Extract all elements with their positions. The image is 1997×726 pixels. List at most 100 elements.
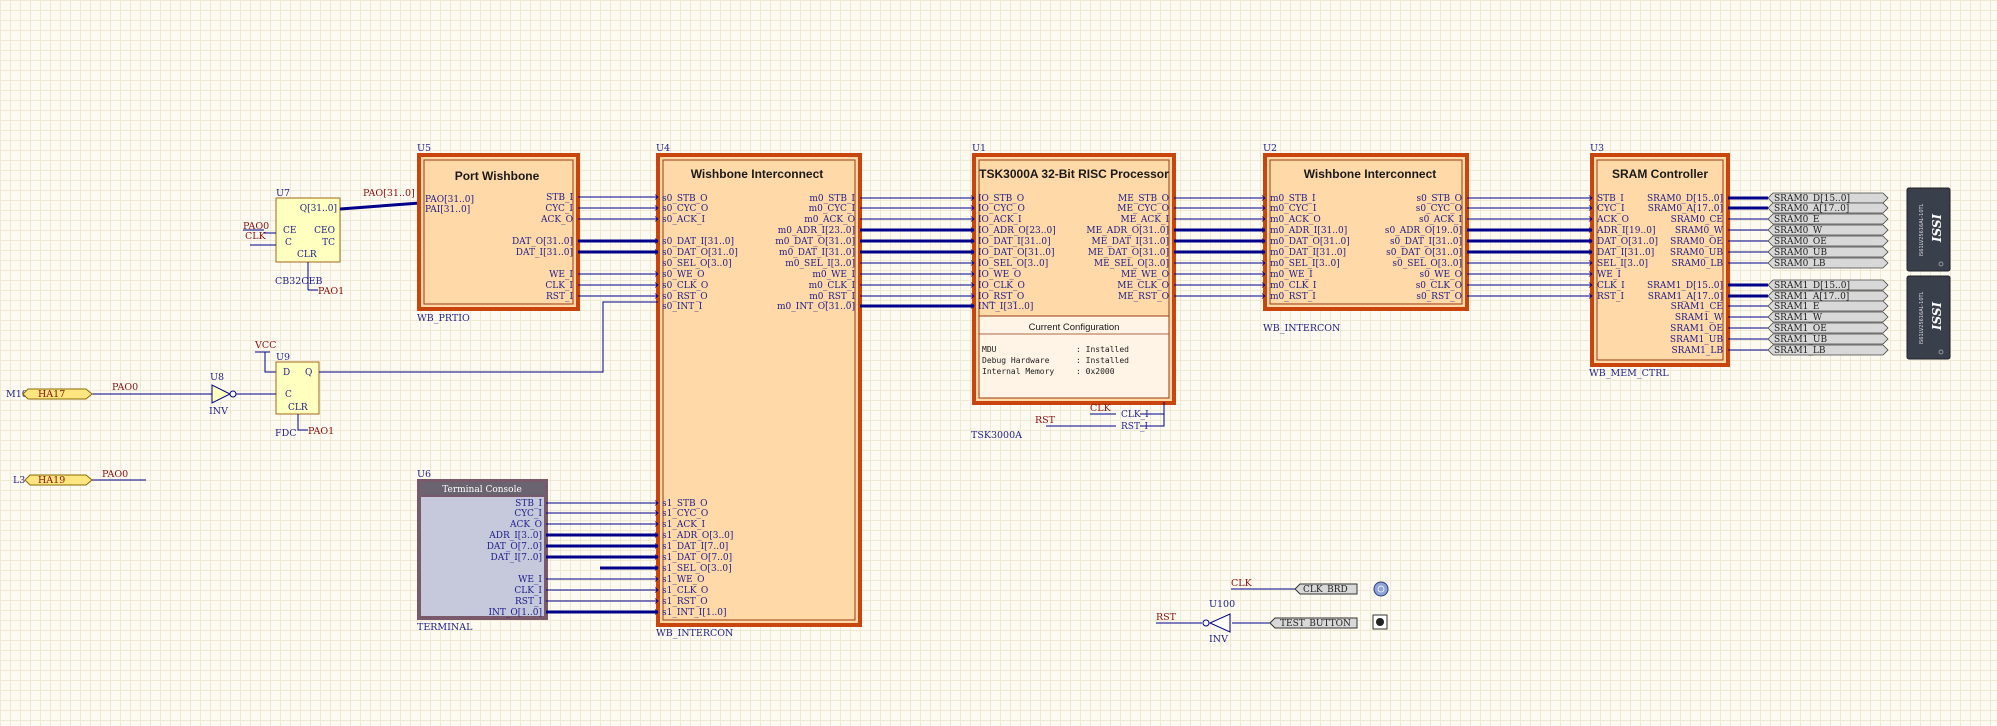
port-wishbone-pin-pao: PAO[31..0] (425, 195, 474, 205)
sram-port-label-12: SRAM1_UB (1774, 335, 1827, 345)
counter-designator: U7 (276, 188, 290, 199)
sram-port-5[interactable] (1767, 246, 1889, 258)
interconnect-right-s0-pin-5: s0_DAT_O[31..0] (1386, 248, 1462, 258)
sram-right-pin-10: SRAM1_W (1675, 313, 1724, 323)
port-wishbone-pin-4: DAT_I[31..0] (516, 248, 573, 258)
inverter-u8[interactable]: U8 INV (90, 372, 276, 417)
interconnect-right-m0-pin-6: m0_SEL_I[3..0] (1270, 259, 1340, 269)
terminal-pin-1: CYC_I (514, 509, 542, 519)
interconnect-right-m0-pin-5: m0_DAT_I[31..0] (1270, 248, 1346, 258)
processor-pin-clk: CLK_I (1121, 410, 1149, 420)
issi-chip-1[interactable]: ISSI IS61LV25616AL-10TL (1906, 275, 1951, 360)
processor-me-pins: ME_STB_OME_CYC_OME_ACK_IME_ADR_O[31..0]M… (1086, 194, 1169, 302)
processor-config-panel (978, 315, 1170, 399)
processor-io-pins: IO_STB_OIO_CYC_OIO_ACK_IIO_ADR_O[23..0]I… (978, 194, 1056, 312)
processor-title: TSK3000A 32-Bit RISC Processor (979, 167, 1169, 181)
input-port-ha19[interactable]: L3 HA19 PAO0 (13, 469, 146, 486)
clock-port-clk-brd[interactable]: CLK CLK_BRD (1231, 578, 1389, 597)
flipflop-footer: FDC (275, 428, 296, 439)
sram-port-9[interactable] (1767, 300, 1889, 312)
interconnect-left-s1-pin-10: s1_INT_I[1..0] (662, 608, 727, 618)
sram-port-2[interactable] (1767, 213, 1889, 225)
interconnect-left-s0-pins: s0_STB_Os0_CYC_Os0_ACK_Is0_DAT_I[31..0]s… (662, 194, 738, 312)
flipflop-net-vcc: VCC (254, 340, 276, 351)
terminal-console-block[interactable]: U6 Terminal Console STB_ICYC_IACK_OADR_I… (417, 469, 548, 633)
sram-left-pin-2: ACK_O (1596, 215, 1629, 225)
sram-left-pin-6: SEL_I[3..0] (1597, 259, 1648, 269)
processor-block[interactable]: U1 TSK3000A 32-Bit RISC Processor IO_STB… (971, 143, 1176, 441)
input-port-ha17[interactable]: M10 HA17 PAO0 (6, 382, 138, 400)
flipflop-net-pao1: PAO1 (308, 426, 334, 437)
processor-me-pin-8: ME_CLK_O (1117, 281, 1169, 291)
counter-net-pao0: PAO0 (243, 221, 269, 232)
flipflop-pin-clr: CLR (288, 403, 308, 413)
processor-pin-rst: RST_I (1121, 422, 1148, 432)
sram-port-11[interactable] (1767, 322, 1889, 334)
flipflop-designator: U9 (276, 352, 290, 363)
interconnect-left-s0-pin-7: s0_CLK_O (662, 281, 708, 291)
sram-port-13[interactable] (1767, 344, 1889, 356)
interconnect-left-m0-pin-0: m0_STB_I (809, 194, 855, 204)
interconnect-right-m0-pin-0: m0_STB_I (1270, 194, 1316, 204)
sram-port-10[interactable] (1767, 311, 1889, 323)
counter-cb32ceb[interactable]: U7 CE C Q[31..0] CEO TC CLR CB32CEB PAO[… (243, 188, 421, 297)
port-wishbone-pin-1: CYC_I (545, 204, 573, 214)
sram-left-pin-1: CYC_I (1597, 204, 1625, 214)
sram-port-label-7: SRAM1_D[15..0] (1774, 281, 1850, 291)
clock-port-clk-name: CLK_BRD (1303, 585, 1348, 595)
port-wishbone-block[interactable]: U5 Port Wishbone PAO[31..0] PAI[31..0] S… (417, 143, 580, 324)
port-wishbone-designator: U5 (417, 143, 431, 154)
processor-footer: TSK3000A (971, 430, 1022, 441)
interconnect-left-designator: U4 (656, 143, 670, 154)
inverter-left-footer: INV (209, 406, 228, 417)
terminal-body (417, 479, 548, 620)
sram-port-3[interactable] (1767, 224, 1889, 236)
interconnect-right-m0-pin-8: m0_CLK_I (1270, 281, 1317, 291)
interconnect-left-s1-pin-4: s1_DAT_I[7..0] (662, 542, 728, 552)
issi-chip-0-body (1906, 187, 1951, 272)
issi-chip-0[interactable]: ISSI IS61LV25616AL-10TL (1906, 187, 1951, 272)
interconnect-left-m0-pin-2: m0_ACK_O (804, 215, 855, 225)
sram-port-label-13: SRAM1_LB (1774, 346, 1826, 356)
sram-port-4[interactable] (1767, 235, 1889, 247)
sram-port-7[interactable] (1767, 279, 1889, 291)
sram-designator: U3 (1590, 143, 1604, 154)
terminal-pin-0: STB_I (515, 499, 542, 509)
processor-me-pin-9: ME_RST_O (1118, 292, 1169, 302)
interconnect-right-m0-pin-2: m0_ACK_O (1270, 215, 1321, 225)
sram-output-ports[interactable]: SRAM0_D[15..0]SRAM0_A[17..0]SRAM0_ESRAM0… (1728, 192, 1889, 356)
interconnect-left-m0-pins: m0_STB_Im0_CYC_Im0_ACK_Om0_ADR_I[23..0]m… (775, 194, 855, 312)
wishbone-interconnect-right[interactable]: U2 Wishbone Interconnect m0_STB_Im0_CYC_… (1263, 143, 1469, 334)
sram-port-12[interactable] (1767, 333, 1889, 345)
sram-controller-block[interactable]: U3 SRAM Controller STB_ICYC_IACK_OADR_I[… (1589, 143, 1889, 379)
processor-io-pin-3: IO_ADR_O[23..0] (978, 226, 1056, 236)
sram-port-label-4: SRAM0_OE (1774, 237, 1827, 247)
interconnect-left-m0-pin-5: m0_DAT_I[31..0] (779, 248, 855, 258)
inverter-right-footer: INV (1209, 634, 1228, 645)
interconnect-left-m0-pin-1: m0_CYC_I (809, 204, 856, 214)
sram-port-label-3: SRAM0_W (1774, 226, 1823, 236)
sram-right-pin-4: SRAM0_OE (1670, 237, 1723, 247)
clock-port-clk-net: CLK (1231, 578, 1253, 589)
interconnect-left-footer: WB_INTERCON (656, 628, 733, 639)
interconnect-left-s0-pin-2: s0_ACK_I (662, 215, 705, 225)
port-wishbone-title: Port Wishbone (455, 169, 540, 183)
interconnect-right-body (1263, 153, 1469, 311)
sram-port-label-0: SRAM0_D[15..0] (1774, 194, 1850, 204)
counter-pin-c: C (285, 238, 292, 248)
sram-footer: WB_MEM_CTRL (1589, 368, 1669, 379)
interconnect-left-s1-pin-6: s1_SEL_O[3..0] (662, 564, 732, 574)
port-wishbone-pin-3: DAT_O[31..0] (512, 237, 573, 247)
sram-right-pin-3: SRAM0_W (1675, 226, 1724, 236)
processor-me-pin-0: ME_STB_O (1118, 194, 1169, 204)
sram-port-6[interactable] (1767, 257, 1889, 269)
flipflop-pin-q: Q (305, 368, 312, 378)
interconnect-right-s0-pin-9: s0_RST_O (1416, 292, 1462, 302)
reset-port-test-button[interactable]: RST U100 INV TEST_BUTTON (1156, 599, 1388, 645)
processor-me-pin-6: ME_SEL_O[3..0] (1094, 259, 1169, 269)
flipflop-fdc[interactable]: VCC U9 D Q C CLR FDC PAO1 (254, 301, 658, 439)
sram-port-1[interactable] (1767, 202, 1889, 214)
interconnect-right-title: Wishbone Interconnect (1304, 167, 1437, 181)
wishbone-interconnect-left[interactable]: U4 Wishbone Interconnect s0_STB_Os0_CYC_… (656, 143, 862, 639)
